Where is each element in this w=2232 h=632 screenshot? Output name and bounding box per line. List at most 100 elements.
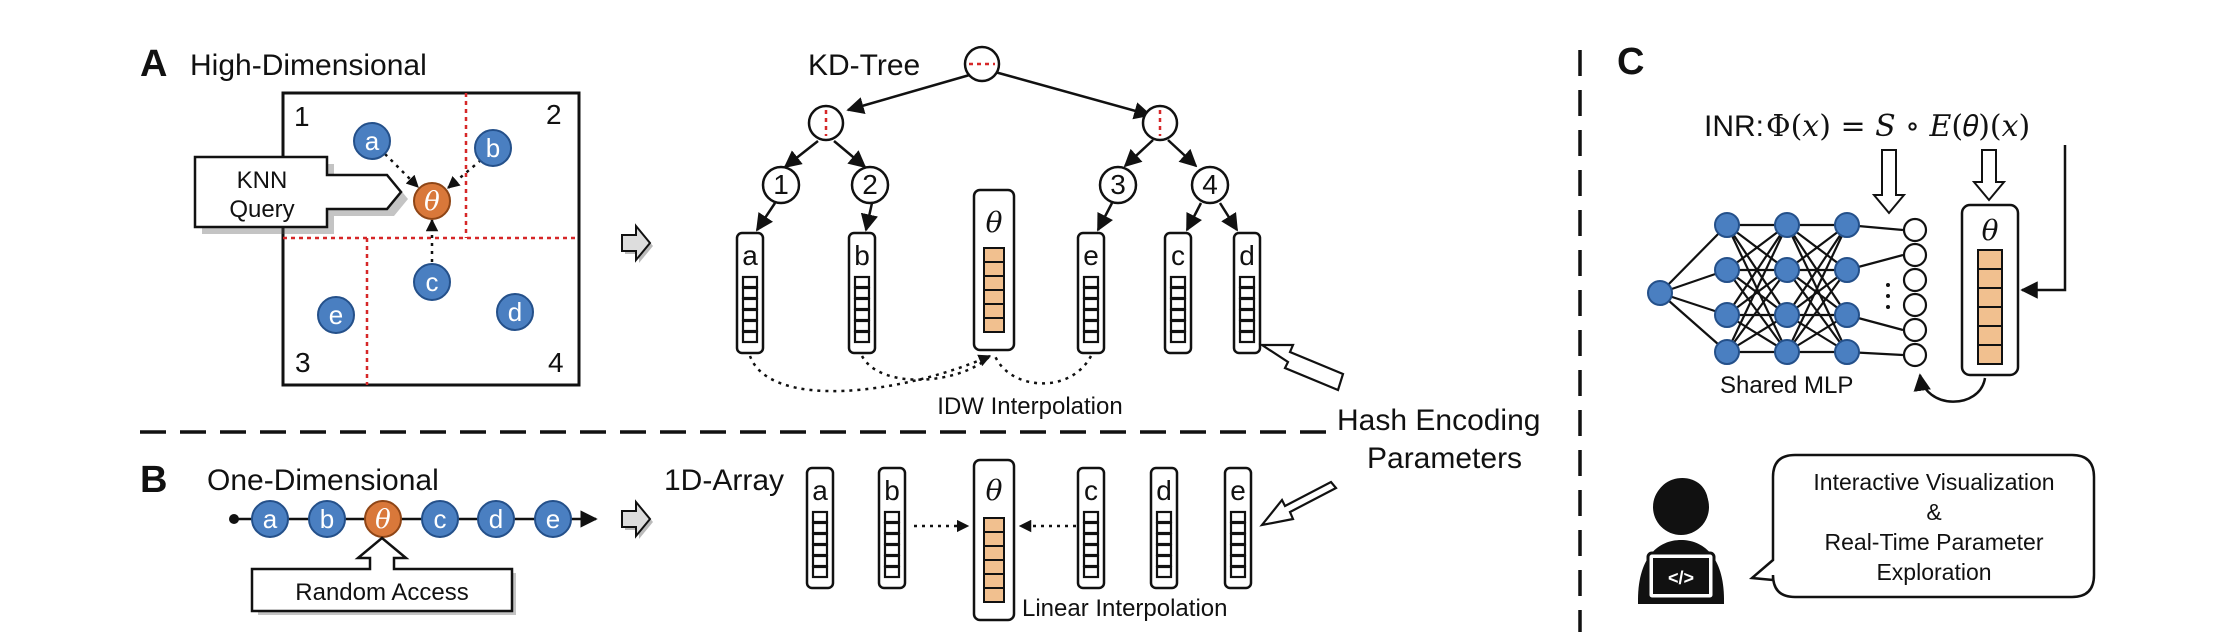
encoding-circle — [1902, 292, 1928, 318]
svg-text:2: 2 — [862, 169, 878, 200]
query-point-theta: θ — [413, 182, 451, 220]
point-a: a — [353, 122, 391, 160]
vector-cell — [853, 286, 871, 300]
ellipsis-dot — [1886, 305, 1890, 309]
tree-edge — [1167, 139, 1198, 168]
hollow-arrow-icon — [1259, 480, 1338, 527]
vector-label: d — [1156, 475, 1172, 506]
mlp-input-node — [1647, 280, 1673, 306]
random-access-callout: Random Access — [250, 536, 516, 615]
vector-label: c — [1171, 240, 1185, 271]
mlp-label: Shared MLP — [1720, 372, 1853, 399]
encoding-vector: b — [847, 231, 877, 355]
mlp-neuron — [1834, 302, 1860, 328]
array-theta-vector: θ — [972, 458, 1016, 622]
vector-cell — [853, 330, 871, 344]
vector-cell — [1082, 330, 1100, 344]
panel-b-letter: B — [140, 459, 167, 501]
tree-edge — [1218, 202, 1239, 232]
vector-label: e — [1083, 240, 1099, 271]
mlp-neuron — [1774, 339, 1800, 365]
mlp-neuron — [1834, 339, 1860, 365]
encoding-vector: a — [805, 466, 835, 590]
svg-text:b: b — [486, 133, 500, 163]
vector-label: a — [812, 475, 828, 506]
vector-cell — [811, 532, 829, 546]
vector-cell — [741, 330, 759, 344]
theta-cell — [983, 545, 1005, 561]
svg-text:4: 4 — [1202, 169, 1218, 200]
hollow-arrow-icon — [1258, 343, 1345, 392]
vector-cell — [883, 532, 901, 546]
vector-cell — [853, 319, 871, 333]
vector-cell — [853, 275, 871, 289]
vector-cell — [1169, 286, 1187, 300]
vector-cell — [1082, 308, 1100, 322]
encoding-circle — [1902, 317, 1928, 343]
quadrant-label: 2 — [546, 99, 562, 130]
vector-cell — [883, 521, 901, 535]
tree-leaf-node-3: 3 — [1098, 165, 1138, 205]
vector-cell — [883, 543, 901, 557]
sequence-node-theta: θ — [364, 500, 402, 538]
vector-cell — [1082, 510, 1100, 524]
svg-text:b: b — [320, 504, 334, 534]
theta-cell — [1977, 287, 2003, 308]
hash-label: Parameters — [1367, 442, 1522, 475]
tree-edge — [846, 70, 981, 115]
panel-c-letter: C — [1617, 41, 1644, 83]
theta-cell — [983, 517, 1005, 533]
vector-cell — [1238, 330, 1256, 344]
vector-cell — [1082, 286, 1100, 300]
svg-text:θ: θ — [986, 206, 1003, 239]
svg-text:1: 1 — [773, 169, 789, 200]
mlp-neuron — [1774, 257, 1800, 283]
tree-leaf-node-4: 4 — [1190, 165, 1230, 205]
point-b: b — [474, 129, 512, 167]
bubble-text: Interactive Visualization — [1813, 469, 2054, 495]
speech-bubble: Interactive Visualization & Real-Time Pa… — [1748, 453, 2096, 599]
tree-root-node — [963, 45, 1001, 83]
vector-cell — [883, 510, 901, 524]
vector-cell — [883, 565, 901, 579]
vector-cell — [1155, 521, 1173, 535]
mlp-neuron — [1774, 212, 1800, 238]
tree-edge — [1096, 202, 1114, 232]
knn-label: Query — [229, 196, 294, 223]
point-c: c — [413, 263, 451, 301]
theta-cell — [983, 247, 1005, 263]
mlp-neuron — [1714, 212, 1740, 238]
vector-cell — [883, 554, 901, 568]
knn-label: KNN — [237, 167, 288, 194]
vector-cell — [1082, 532, 1100, 546]
theta-cell — [983, 261, 1005, 277]
mlp-neuron — [1714, 302, 1740, 328]
svg-text:θ: θ — [375, 505, 391, 535]
vector-cell — [741, 308, 759, 322]
vector-cell — [853, 308, 871, 322]
random-access-label: Random Access — [295, 579, 468, 606]
vector-label: b — [884, 475, 900, 506]
panel-b-title: One-Dimensional — [207, 464, 439, 497]
mlp-neuron — [1714, 257, 1740, 283]
encoding-circle — [1902, 267, 1928, 293]
vector-cell — [741, 275, 759, 289]
sequence-node: c — [421, 500, 459, 538]
theta-cell — [1977, 306, 2003, 327]
flow-arrow-icon — [621, 223, 653, 263]
tree-split-node — [1141, 104, 1179, 142]
svg-text:e: e — [546, 504, 560, 534]
array-title: 1D-Array — [664, 464, 784, 497]
encoding-vector: d — [1232, 231, 1262, 355]
theta-cell — [983, 275, 1005, 291]
encoding-vector: a — [735, 231, 765, 355]
sequence-node: d — [477, 500, 515, 538]
vector-cell — [741, 286, 759, 300]
tree-edge — [1123, 139, 1154, 168]
svg-text:θ: θ — [424, 187, 440, 217]
vector-cell — [1155, 532, 1173, 546]
encoding-vector: e — [1223, 466, 1253, 590]
